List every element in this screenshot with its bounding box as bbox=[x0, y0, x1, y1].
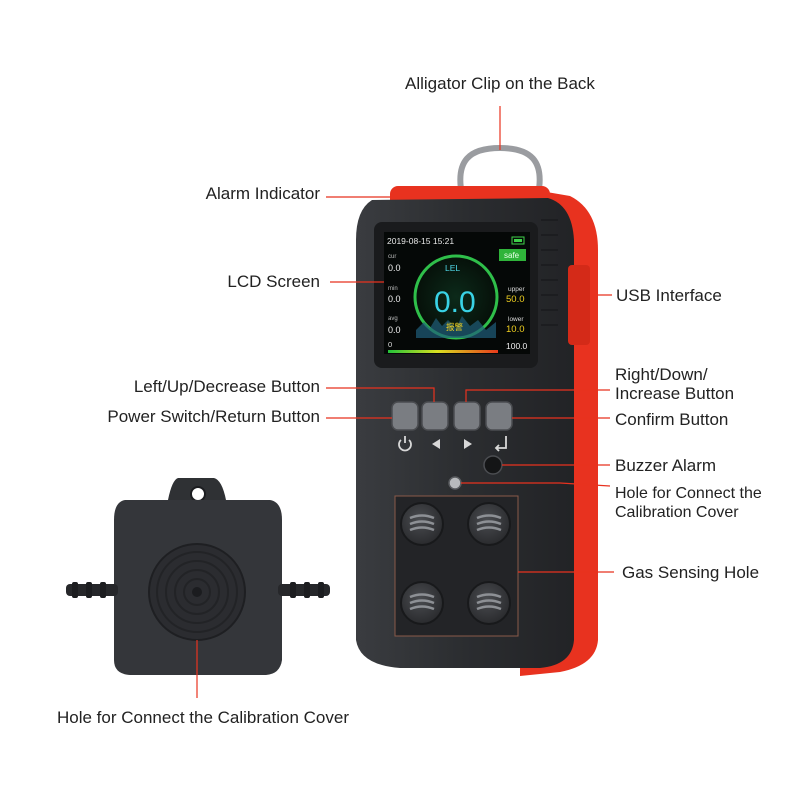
battery-icon bbox=[511, 236, 525, 245]
enter-icon bbox=[494, 436, 507, 452]
usb-interface-flap bbox=[568, 265, 590, 345]
lcd-avg-label: avg bbox=[388, 316, 398, 322]
battery-icon-fill bbox=[514, 239, 522, 242]
left-arrow-icon bbox=[432, 439, 440, 449]
label-alarm-indicator: Alarm Indicator bbox=[205, 184, 320, 203]
lcd-range-min: 0 bbox=[388, 340, 392, 349]
sensor-hole bbox=[467, 502, 511, 546]
lcd-datetime: 2019-08-15 15:21 bbox=[387, 236, 454, 246]
lcd-range-bar bbox=[388, 350, 498, 353]
lcd-status-box bbox=[499, 249, 526, 261]
right-arrow-icon bbox=[464, 439, 472, 449]
label-power-return: Power Switch/Return Button bbox=[107, 407, 320, 426]
sensor-hole bbox=[400, 581, 444, 625]
leader-lines bbox=[196, 106, 614, 698]
lcd-status-text: safe bbox=[504, 251, 520, 260]
label-buzzer-alarm: Buzzer Alarm bbox=[615, 456, 717, 475]
calibration-cover bbox=[66, 478, 330, 675]
case-side-ribs bbox=[541, 219, 558, 326]
lcd-wave-graph bbox=[416, 316, 496, 338]
label-lcd-screen: LCD Screen bbox=[227, 272, 320, 291]
label-left-up-decrease: Left/Up/Decrease Button bbox=[133, 377, 320, 396]
label-right-down-increase-1: Right/Down/ bbox=[615, 365, 708, 384]
confirm-button[interactable] bbox=[485, 401, 513, 431]
label-right-down-increase-2: Increase Button bbox=[615, 384, 735, 403]
lcd-avg-value: 0.0 bbox=[388, 325, 401, 335]
sensor-hole bbox=[400, 502, 444, 546]
label-usb-interface: USB Interface bbox=[616, 286, 722, 305]
lcd-upper-label: upper bbox=[508, 286, 525, 293]
power-return-button[interactable] bbox=[391, 401, 419, 431]
calibration-screw-hole bbox=[448, 476, 462, 490]
sensor-hole bbox=[467, 581, 511, 625]
gas-sensing-holes bbox=[400, 502, 511, 625]
buzzer-alarm-hole bbox=[483, 455, 503, 475]
label-confirm-button: Confirm Button bbox=[615, 410, 729, 429]
label-alligator-clip: Alligator Clip on the Back bbox=[405, 74, 595, 93]
label-calib-hole-1: Hole for Connect the bbox=[615, 485, 762, 502]
power-icon bbox=[398, 436, 412, 452]
lcd-status-cn: 报警 bbox=[446, 322, 464, 332]
left-up-decrease-button[interactable] bbox=[421, 401, 449, 431]
lcd-range-max: 100.0 bbox=[506, 341, 528, 351]
lcd-min-value: 0.0 bbox=[388, 294, 401, 304]
lcd-gas-name: LEL bbox=[445, 263, 460, 273]
label-calib-cover-hole: Hole for Connect the Calibration Cover bbox=[57, 708, 349, 727]
lcd-upper-value: 50.0 bbox=[506, 294, 525, 305]
lcd-min-label: min bbox=[388, 286, 398, 292]
lcd-cur-value: 0.0 bbox=[388, 263, 401, 273]
right-down-increase-button[interactable] bbox=[453, 401, 481, 431]
label-calib-hole-2: Calibration Cover bbox=[615, 504, 739, 521]
label-gas-sensing-hole: Gas Sensing Hole bbox=[622, 563, 760, 582]
lcd-cur-label: cur bbox=[388, 254, 396, 260]
lcd-lower-label: lower bbox=[508, 316, 524, 323]
calibration-cover-tab-hole bbox=[190, 486, 206, 502]
lcd-lower-value: 10.0 bbox=[506, 324, 525, 335]
lcd-main-reading: 0.0 bbox=[434, 286, 476, 319]
